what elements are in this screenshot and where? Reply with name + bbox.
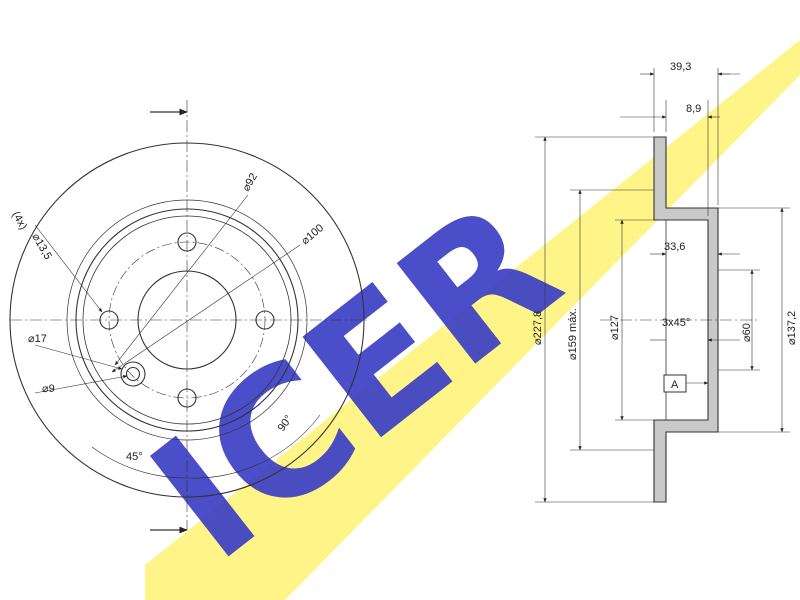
label-friction-dia: ⌀159 máx. [567, 308, 579, 360]
leader-d92 [114, 194, 249, 366]
front-view [9, 100, 370, 534]
label-datum: A [671, 379, 679, 391]
leader-d13-5 [34, 224, 103, 313]
arc-45deg [91, 446, 188, 479]
label-center-bore: ⌀60 [741, 323, 753, 342]
label-angle-45: 45° [126, 451, 143, 463]
leader-d17 [34, 344, 123, 370]
locator-hole-outer [120, 361, 146, 387]
label-pcd: ⌀92 [240, 171, 260, 193]
locator-hole-inner [125, 366, 141, 382]
label-d9: ⌀9 [42, 383, 55, 395]
label-holes-count: (4x) [9, 210, 29, 232]
leader-d9 [34, 375, 128, 394]
side-view-dimensions [535, 68, 790, 503]
label-hub-outer: ⌀127 [609, 315, 621, 340]
watermark-band [145, 40, 800, 600]
label-disc-thickness: 8,9 [686, 103, 701, 115]
label-hat-dia: ⌀100 [299, 222, 326, 247]
arc-90deg [186, 414, 321, 479]
label-hat-dia-side: ⌀137,2 [786, 311, 798, 345]
label-hat-height: 33,6 [664, 241, 685, 253]
label-hole-dia: ⌀13,5 [29, 232, 53, 262]
leader-d100 [111, 244, 301, 373]
label-chamfer: 3x45° [662, 317, 690, 329]
label-total-width: 39,3 [670, 61, 691, 73]
side-view-labels: 39,3 8,9 33,6 3x45° ⌀227,8 ⌀159 máx. ⌀12… [532, 61, 798, 391]
label-d17: ⌀17 [28, 333, 47, 345]
disc-section [653, 136, 719, 503]
datum-box [663, 374, 687, 393]
label-outer-dia: ⌀227,8 [532, 311, 544, 345]
